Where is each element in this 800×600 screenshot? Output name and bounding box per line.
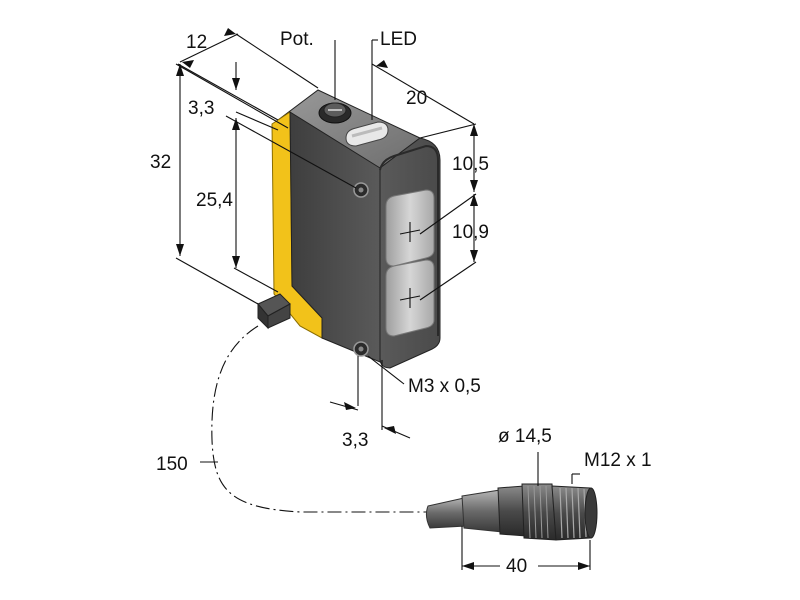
cable-centerline [211, 325, 430, 513]
label-m3: M3 x 0,5 [408, 376, 481, 397]
label-20: 20 [406, 88, 427, 109]
label-m12: M12 x 1 [584, 450, 652, 471]
label-150: 150 [156, 454, 188, 475]
label-3-3-top: 3,3 [188, 98, 214, 119]
label-40: 40 [506, 556, 527, 577]
potentiometer-knob [318, 102, 352, 124]
m12-connector [425, 483, 598, 541]
label-10-5: 10,5 [452, 154, 489, 175]
cable-outlet [257, 293, 291, 330]
dimension-lines [175, 33, 591, 570]
label-10-9: 10,9 [452, 222, 489, 243]
label-diameter: ø 14,5 [498, 426, 552, 447]
label-pot: Pot. [280, 29, 314, 50]
label-25-4: 25,4 [196, 190, 233, 211]
mounting-hole-bottom [353, 341, 369, 357]
led-indicator [345, 121, 389, 147]
label-32: 32 [150, 152, 171, 173]
sensor-housing [257, 89, 441, 369]
label-3-3-bottom: 3,3 [342, 430, 368, 451]
mounting-hole-top [353, 182, 369, 198]
label-12: 12 [186, 32, 207, 53]
label-led: LED [380, 29, 417, 50]
dimension-arrows [176, 28, 590, 570]
